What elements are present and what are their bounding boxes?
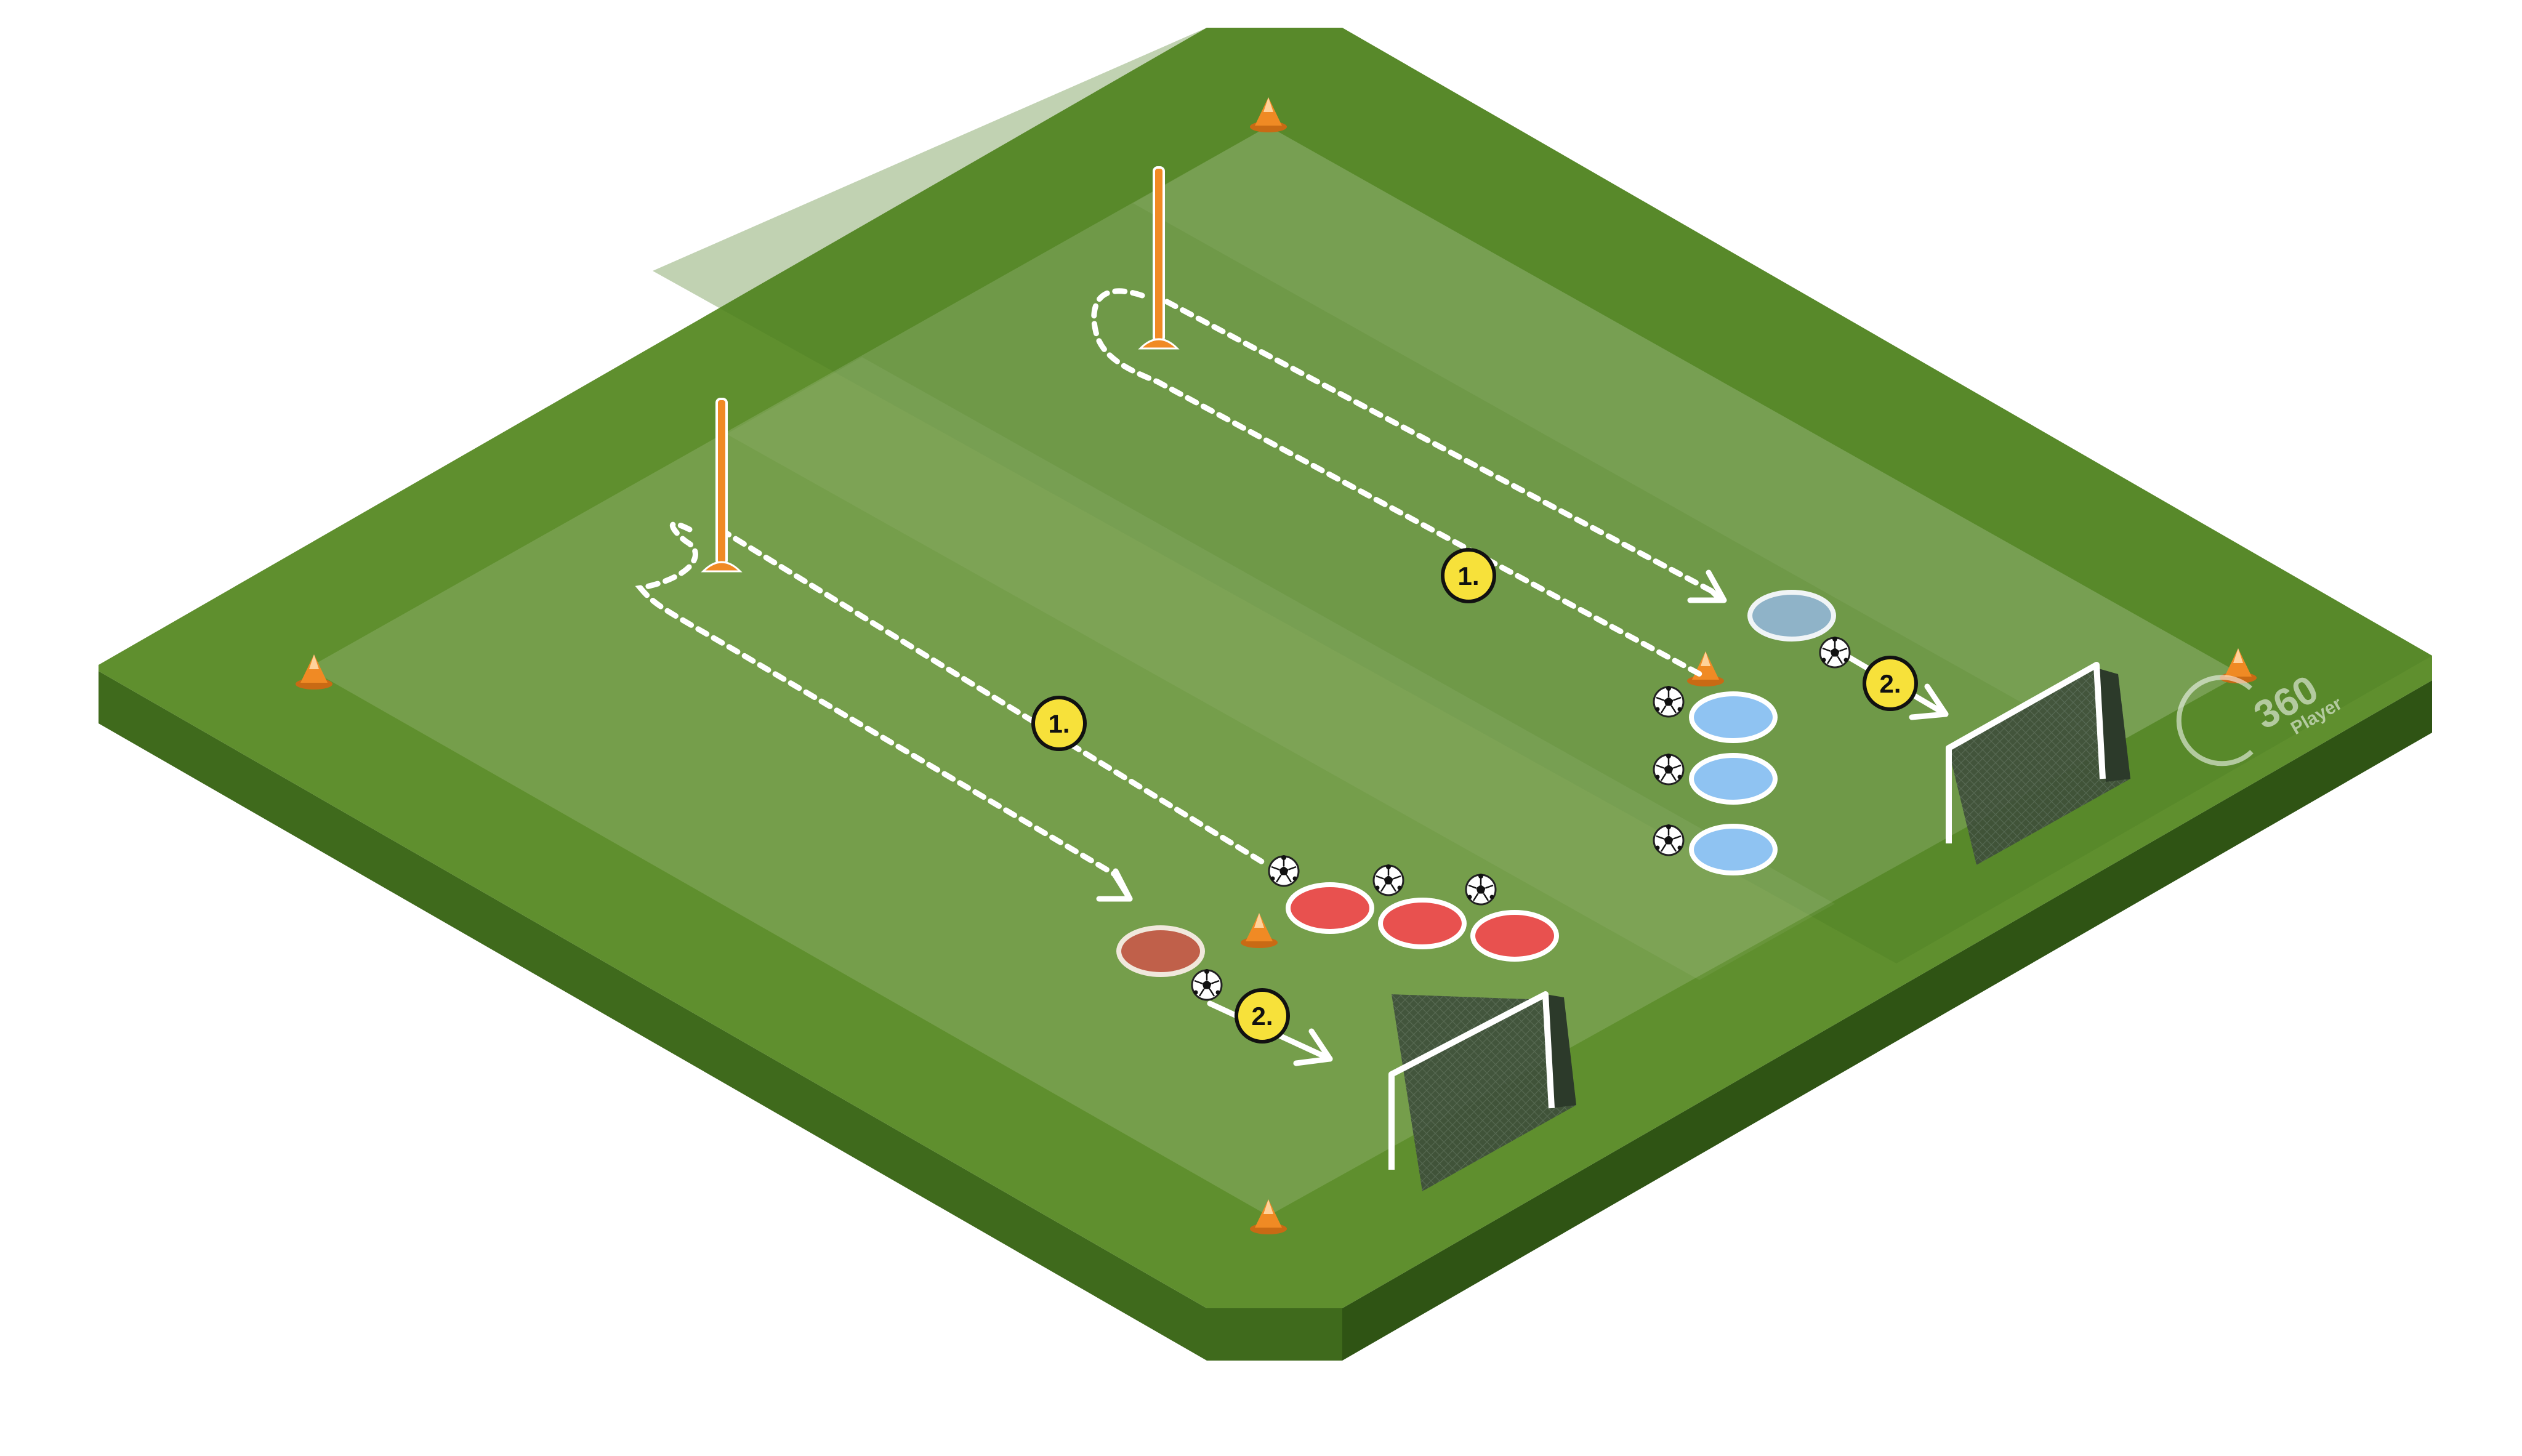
- ball-icon: [1268, 854, 1300, 887]
- arrow-icon: [1909, 683, 1949, 720]
- step-marker-left-2: 2.: [1235, 988, 1290, 1044]
- player-disc-icon: [1689, 753, 1778, 805]
- step-marker-left-1: 1.: [1031, 696, 1087, 751]
- ball-icon: [1653, 685, 1685, 718]
- goal-icon: [1946, 662, 2106, 843]
- player-disc-icon: [1116, 925, 1205, 977]
- pole-base: [1138, 338, 1180, 350]
- left-dribble-path: [717, 526, 1265, 865]
- goal-net: [1949, 668, 2130, 865]
- player-disc-icon: [1470, 910, 1559, 962]
- left-run-path: [635, 521, 1118, 877]
- step-marker-right-2: 2.: [1863, 656, 1918, 711]
- step-label: 1.: [1048, 709, 1070, 738]
- player-disc-icon: [1689, 691, 1778, 743]
- logo-ring: [2176, 675, 2254, 766]
- pole-left: [701, 398, 743, 573]
- playing-area: [308, 126, 2241, 1216]
- right-run-path: [1091, 288, 1709, 680]
- step-label: 2.: [1879, 669, 1901, 698]
- goal-left: [1388, 991, 1576, 1191]
- arrow-icon: [1096, 868, 1133, 902]
- right-dribble-path: [1164, 299, 1715, 594]
- pitch-top: [99, 28, 2432, 1308]
- step-label: 2.: [1251, 1002, 1273, 1031]
- playing-area-band: [727, 357, 1835, 980]
- pole-base: [701, 561, 743, 573]
- pole-right: [1138, 166, 1180, 350]
- pitch: [99, 28, 2432, 1361]
- pole-icon: [715, 398, 728, 565]
- ball-icon: [1191, 968, 1223, 1001]
- red-team: [1116, 882, 1559, 977]
- goal-net-side: [2097, 668, 2130, 782]
- goal-right: [1946, 662, 2130, 865]
- step-label: 1.: [1457, 561, 1479, 590]
- player-disc-icon: [1747, 590, 1836, 642]
- step-marker-right-1: 1.: [1441, 548, 1496, 603]
- player-disc-icon: [1286, 882, 1374, 934]
- arrow-icon: [1293, 1028, 1333, 1066]
- pole-icon: [1153, 166, 1165, 342]
- run-paths: [635, 288, 1715, 877]
- ball-icon: [1372, 863, 1404, 896]
- playing-area-band: [1133, 126, 2241, 750]
- ball-icon: [1465, 872, 1497, 906]
- blue-team: [1689, 590, 1836, 875]
- pitch-side-right: [1342, 680, 2432, 1361]
- arrow-icon: [1687, 569, 1727, 603]
- player-disc-icon: [1378, 898, 1467, 949]
- ball-icon: [1653, 823, 1685, 856]
- goal-icon: [1388, 991, 1555, 1170]
- player-disc-icon: [1689, 824, 1778, 875]
- goal-net: [1392, 994, 1576, 1191]
- ball-icon: [1819, 635, 1851, 669]
- ball-icon: [1653, 752, 1685, 786]
